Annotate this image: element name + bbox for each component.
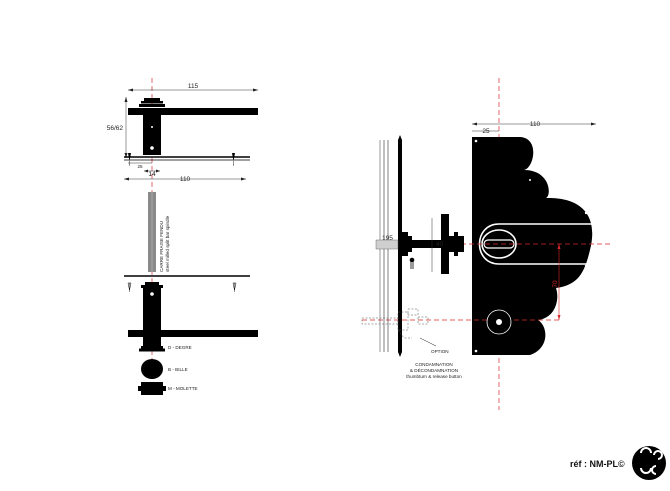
condemnation-label-fr-2: & DÉCONDAMNATION [410,367,458,373]
back-plate [472,137,593,355]
lower-screws [127,282,237,292]
brand-logo [632,446,666,480]
dim-label-40: 40 [436,241,444,248]
upper-rose-collar [139,98,165,155]
left-handle-drawing: 115 56/62 25 14 [107,78,258,395]
rose-variant-molette: M - MOLETTE [138,382,198,395]
option-leader [419,337,437,347]
dim-label-height: 56/62 [107,125,124,132]
right-plate-drawing: 110 25 70 [361,78,610,410]
condemnation-label-en: thumbturn & release button [406,374,462,379]
condemnation-label-fr: CONDAMNATION [415,362,452,367]
rose-variant-bille: B - BILLE [141,359,188,379]
dim-label-70: 70 [552,280,559,288]
dim-label-110-left: 110 [180,176,191,183]
rose-caption-degre: D - DEGRE [168,345,192,350]
plate-screw-holes [474,139,588,353]
rose-variant-degre: D - DEGRE [139,343,192,352]
dim-label-110-right: 110 [530,121,541,128]
dim-label-115: 115 [188,83,199,90]
reference-label: réf : NM-PL© [570,459,625,469]
option-thumbturn-outline [361,308,429,339]
spindle-label-en: steel milled split bar spindle [165,215,170,272]
lever-handle-outline [478,223,608,265]
dim-label-25: 25 [137,164,143,169]
upper-screws [128,153,235,166]
spindle-label-fr: CARRE FRAISE FENDU [159,221,164,272]
rose-caption-bille: B - BILLE [168,367,188,372]
dim-label-195: 195 [382,235,393,242]
lower-rose-collar [141,282,163,330]
dim-label-25-right: 25 [482,128,490,135]
rose-caption-molette: M - MOLETTE [168,386,198,391]
option-label: OPTION [431,349,449,354]
upper-lever-bar [128,108,258,115]
door-section [398,140,402,352]
dim-label-14: 14 [148,171,156,178]
handle-side-profile [375,214,464,274]
lower-lever-bar [128,330,258,337]
